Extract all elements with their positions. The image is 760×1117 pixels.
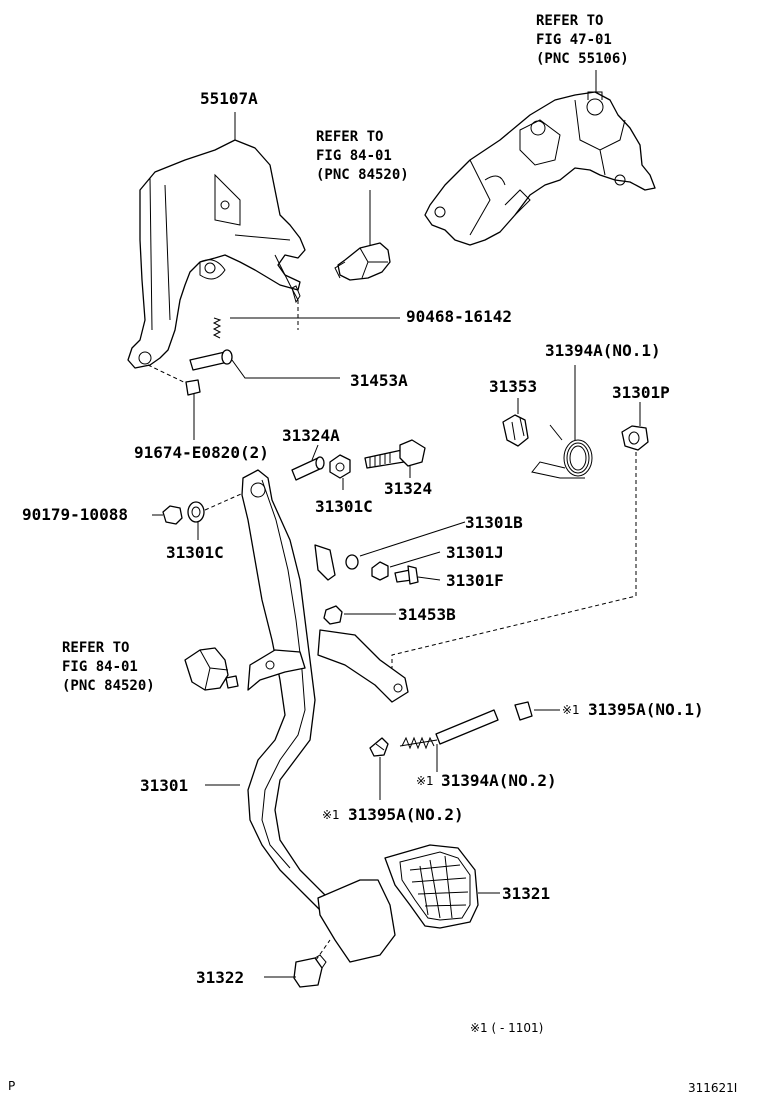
label-90179-10088: 90179-10088	[22, 505, 128, 524]
label-31353: 31353	[489, 377, 537, 396]
pin-31453A	[189, 349, 340, 379]
label-31394A-no2: 31394A(NO.2)	[441, 771, 557, 790]
nut-90179-10088	[152, 505, 183, 525]
pedal-bracket-55107A	[127, 139, 306, 369]
ref-fig84-top-line1: REFER TO	[316, 129, 383, 145]
stopper-31322	[264, 939, 331, 988]
stop-lamp-switch-left	[184, 647, 239, 691]
label-31395A-no2: 31395A(NO.2)	[348, 805, 464, 824]
illustration-number: 311621I	[688, 1081, 737, 1095]
ref-fig-84-01-left: REFER TO FIG 84-01 (PNC 84520)	[62, 640, 155, 694]
upper-bracket-55106	[424, 70, 656, 246]
label-31301P: 31301P	[612, 383, 670, 402]
bolt-31324	[364, 439, 426, 478]
ref-fig-47-01: REFER TO FIG 47-01 (PNC 55106)	[536, 13, 629, 67]
label-55107A: 55107A	[200, 89, 258, 108]
label-31321: 31321	[502, 884, 550, 903]
part-labels: 55107A 90468-16142 31453A 91674-E0820(2)…	[22, 89, 704, 987]
label-31301C-lower: 31301C	[166, 543, 224, 562]
label-31301: 31301	[140, 776, 188, 795]
stop-lamp-switch-top	[334, 190, 391, 281]
ref-fig47-line1: REFER TO	[536, 13, 603, 29]
dashed-reference-31301P	[391, 452, 637, 668]
bushing-31301B	[345, 521, 466, 570]
corner-left-mark: P	[8, 1079, 15, 1093]
clip-31301P	[621, 402, 649, 451]
label-90468-16142: 90468-16142	[406, 307, 512, 326]
label-31394A-no1: 31394A(NO.1)	[545, 341, 661, 360]
label-91674-E0820: 91674-E0820(2)	[134, 443, 269, 462]
ref-fig84-left-line1: REFER TO	[62, 640, 129, 656]
label-31453B: 31453B	[398, 605, 456, 624]
nut-31301J	[371, 551, 441, 581]
nut-31301C-upper	[329, 454, 351, 490]
marker-31395A-no1: ※1	[562, 703, 580, 717]
marker-31395A-no2: ※1	[322, 808, 340, 822]
footnote: ※1 ( - 1101)	[470, 1021, 543, 1035]
ref-fig-84-01-top: REFER TO FIG 84-01 (PNC 84520)	[316, 129, 409, 183]
ref-fig84-top-line3: (PNC 84520)	[316, 167, 409, 183]
label-31324: 31324	[384, 479, 432, 498]
bolt-91674-E0820	[147, 364, 201, 440]
clip-31395A-no2	[369, 737, 389, 800]
pedal-pad-31321	[384, 844, 500, 929]
label-31301J: 31301J	[446, 543, 504, 562]
label-31324A: 31324A	[282, 426, 340, 445]
rod-31394A-no2	[399, 709, 499, 772]
ref-fig84-left-line3: (PNC 84520)	[62, 678, 155, 694]
bolt-31301F	[394, 565, 441, 585]
collar-31301C-lower	[187, 489, 251, 540]
ref-fig47-line3: (PNC 55106)	[536, 51, 629, 67]
clip-90468-16142	[212, 300, 400, 339]
marker-31394A-no2: ※1	[416, 774, 434, 788]
collar-31324A	[291, 444, 325, 481]
ref-fig84-top-line2: FIG 84-01	[316, 148, 392, 164]
spring-31394A-no1	[531, 365, 593, 479]
label-31301F: 31301F	[446, 571, 504, 590]
clip-31353	[502, 398, 529, 447]
cushion-31453B	[323, 605, 396, 625]
ref-fig84-left-line2: FIG 84-01	[62, 659, 138, 675]
brake-pedal-31301	[205, 469, 409, 921]
label-31301B: 31301B	[465, 513, 523, 532]
label-31301C-upper: 31301C	[315, 497, 373, 516]
label-31322: 31322	[196, 968, 244, 987]
clip-31395A-no1	[514, 701, 560, 721]
label-31395A-no1: 31395A(NO.1)	[588, 700, 704, 719]
pedal-foot-plate	[317, 879, 396, 963]
label-31453A: 31453A	[350, 371, 408, 390]
ref-fig47-line2: FIG 47-01	[536, 32, 612, 48]
